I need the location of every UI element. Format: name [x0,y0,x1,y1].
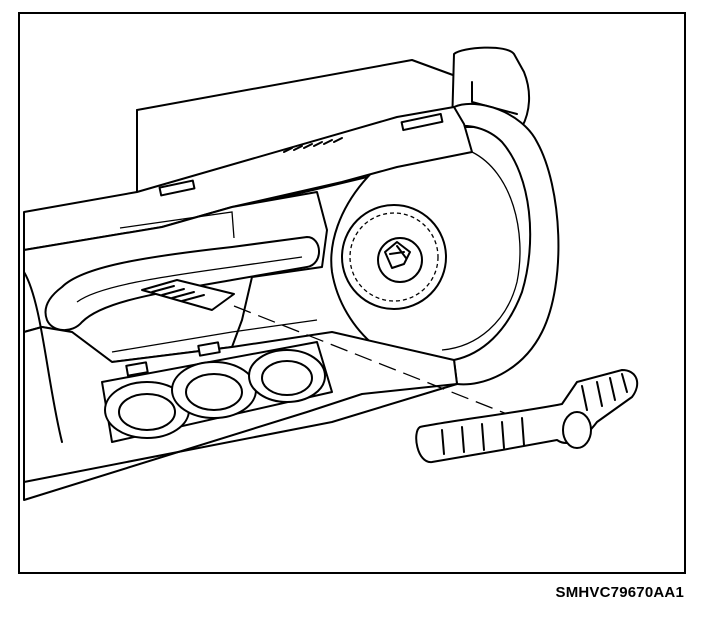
side-bracket [451,46,560,386]
temperature-cable-illustration [141,279,639,463]
figure-frame [18,12,686,574]
control-knob-gear-illustration [341,204,447,310]
bezel-left-curve [23,271,63,443]
push-button-row [101,319,333,443]
figure-caption: SMHVC79670AA1 [555,584,684,601]
hvac-control-panel-illustration [23,46,639,501]
